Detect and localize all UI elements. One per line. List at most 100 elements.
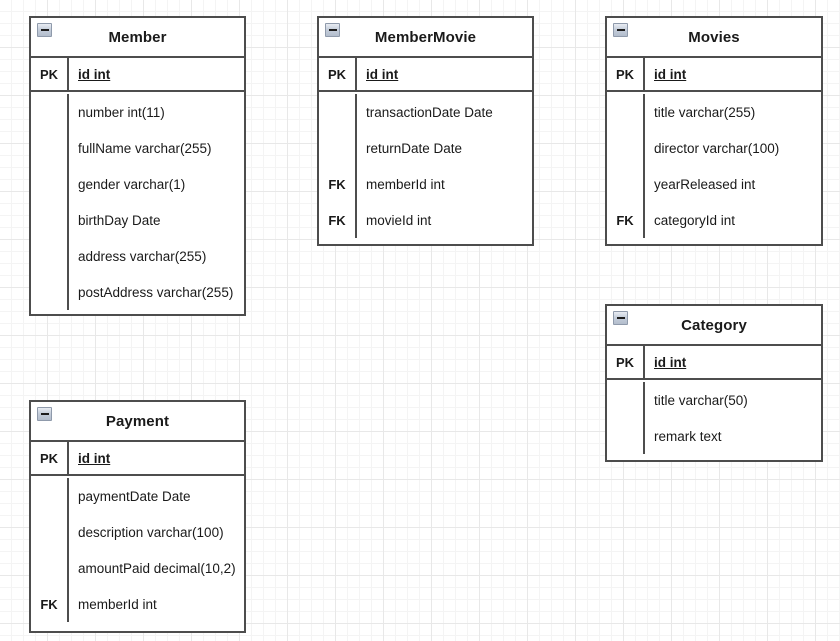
attribute-name: gender varchar(1) [78, 176, 186, 192]
entity-title-bar: Member [31, 18, 244, 58]
collapse-minus-icon[interactable] [325, 23, 340, 37]
key-marker: PK [607, 58, 645, 90]
key-marker: FK [319, 202, 357, 238]
key-marker [319, 130, 357, 166]
attribute-name: id int [78, 66, 111, 82]
collapse-minus-icon[interactable] [613, 311, 628, 325]
attribute-name: director varchar(100) [654, 140, 780, 156]
entity-name: Movies [688, 28, 740, 46]
attribute-name: paymentDate Date [78, 488, 191, 504]
attribute-name: memberId int [366, 176, 445, 192]
entity-title-bar: Payment [31, 402, 244, 442]
minus-bar [616, 317, 625, 319]
attribute-name: categoryId int [654, 212, 736, 228]
primary-key-row[interactable]: PK id int [607, 58, 821, 92]
key-marker [31, 550, 69, 586]
attribute-row[interactable]: amountPaid decimal(10,2) [31, 550, 244, 586]
attribute-name: address varchar(255) [78, 248, 207, 264]
attribute-name: movieId int [366, 212, 432, 228]
attribute-name: title varchar(255) [654, 104, 756, 120]
attribute-row[interactable]: returnDate Date [319, 130, 532, 166]
attribute-row[interactable]: transactionDate Date [319, 94, 532, 130]
key-marker [607, 382, 645, 418]
primary-key-row[interactable]: PK id int [31, 58, 244, 92]
entity-name: Member [108, 28, 167, 46]
attribute-name: id int [366, 66, 399, 82]
minus-bar [328, 29, 337, 31]
key-marker: FK [31, 586, 69, 622]
key-marker [31, 130, 69, 166]
key-marker [607, 94, 645, 130]
attribute-row[interactable]: number int(11) [31, 94, 244, 130]
collapse-minus-icon[interactable] [37, 23, 52, 37]
attribute-name: id int [654, 354, 687, 370]
attribute-name: transactionDate Date [366, 104, 493, 120]
attribute-name: returnDate Date [366, 140, 463, 156]
attribute-list: title varchar(255) director varchar(100) y… [607, 92, 821, 246]
minus-bar [616, 29, 625, 31]
entity-title-bar: Movies [607, 18, 821, 58]
attribute-name: memberId int [78, 596, 157, 612]
key-marker [31, 94, 69, 130]
entity-name: MemberMovie [374, 28, 477, 46]
key-marker [31, 478, 69, 514]
minus-bar [40, 413, 49, 415]
attribute-name: description varchar(100) [78, 524, 224, 540]
attribute-row[interactable]: address varchar(255) [31, 238, 244, 274]
entity-name: Payment [105, 412, 170, 430]
attribute-name: amountPaid decimal(10,2) [78, 560, 236, 576]
attribute-row[interactable]: description varchar(100) [31, 514, 244, 550]
attribute-row[interactable]: FK categoryId int [607, 202, 821, 238]
collapse-minus-icon[interactable] [613, 23, 628, 37]
key-marker [31, 202, 69, 238]
attribute-row[interactable]: birthDay Date [31, 202, 244, 238]
attribute-row[interactable]: yearReleased int [607, 166, 821, 202]
attribute-name: birthDay Date [78, 212, 161, 228]
attribute-name: number int(11) [78, 104, 165, 120]
key-marker [607, 418, 645, 454]
attribute-row[interactable]: director varchar(100) [607, 130, 821, 166]
key-marker [31, 166, 69, 202]
attribute-row[interactable]: fullName varchar(255) [31, 130, 244, 166]
key-marker: FK [319, 166, 357, 202]
attribute-list: title varchar(50) remark text [607, 380, 821, 462]
attribute-list: number int(11) fullName varchar(255) gende… [31, 92, 244, 318]
entity-title-bar: Category [607, 306, 821, 346]
key-marker [31, 514, 69, 550]
key-marker [31, 274, 69, 310]
attribute-row[interactable]: title varchar(255) [607, 94, 821, 130]
key-marker [31, 238, 69, 274]
attribute-name: fullName varchar(255) [78, 140, 212, 156]
attribute-row[interactable]: postAddress varchar(255) [31, 274, 244, 310]
attribute-row[interactable]: FK movieId int [319, 202, 532, 238]
attribute-name: yearReleased int [654, 176, 756, 192]
key-marker: FK [607, 202, 645, 238]
collapse-minus-icon[interactable] [37, 407, 52, 421]
attribute-row[interactable]: FK memberId int [31, 586, 244, 622]
attribute-name: id int [78, 450, 111, 466]
attribute-row[interactable]: paymentDate Date [31, 478, 244, 514]
attribute-row[interactable]: gender varchar(1) [31, 166, 244, 202]
key-marker [607, 130, 645, 166]
attribute-name: remark text [654, 428, 722, 444]
key-marker [607, 166, 645, 202]
attribute-name: id int [654, 66, 687, 82]
key-marker: PK [607, 346, 645, 378]
attribute-name: title varchar(50) [654, 392, 748, 408]
attribute-name: postAddress varchar(255) [78, 284, 234, 300]
key-marker [319, 94, 357, 130]
attribute-row[interactable]: FK memberId int [319, 166, 532, 202]
minus-bar [40, 29, 49, 31]
primary-key-row[interactable]: PK id int [607, 346, 821, 380]
attribute-row[interactable]: remark text [607, 418, 821, 454]
key-marker: PK [31, 58, 69, 90]
attribute-row[interactable]: title varchar(50) [607, 382, 821, 418]
